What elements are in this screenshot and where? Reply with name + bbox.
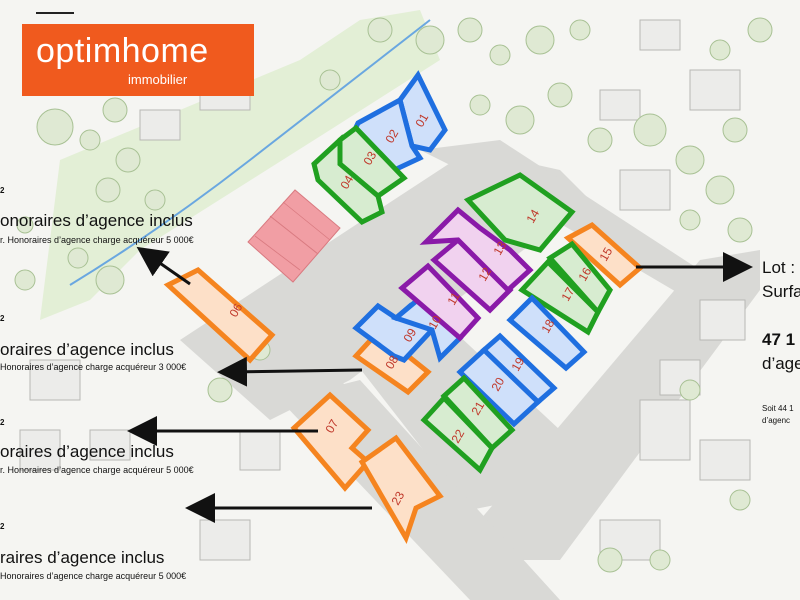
stream	[69, 19, 431, 286]
price: 47 1	[762, 330, 796, 349]
pointer-arrows	[127, 246, 753, 523]
entry-unit: 2	[0, 314, 5, 323]
lot-label: 13	[490, 239, 509, 258]
entry-detail: Honoraires d’agence charge acquéreur 3 0…	[0, 362, 187, 372]
soit-text: Soit 44 1	[762, 404, 794, 413]
lot-07[interactable]	[290, 391, 372, 492]
lot-label: 14	[523, 207, 542, 226]
lot-11[interactable]	[398, 262, 482, 342]
lot-label: 03	[360, 149, 379, 168]
lot-label: 01	[412, 111, 431, 130]
lot-label: 08	[382, 353, 401, 372]
lot-numbers: 01 02 03 04 06 07 08 09 10 11 12 13 14 1…	[226, 111, 615, 508]
lot-13[interactable]	[419, 206, 534, 294]
existing-building	[247, 189, 341, 283]
lot-label: 10	[425, 313, 444, 332]
arrow-lot-08	[217, 356, 363, 387]
lot-18[interactable]	[506, 294, 588, 372]
lot-label: 16	[575, 265, 594, 284]
entry-title: oraires d’agence inclus	[0, 442, 174, 461]
lot-20[interactable]	[456, 346, 542, 428]
entry-detail: Honoraires d’agence charge acquéreur 5 0…	[0, 571, 187, 581]
lot-label: 12	[475, 265, 494, 284]
surface-label: Surfa	[762, 282, 800, 301]
lot-label: 07	[322, 417, 341, 436]
lot-label: 21	[468, 399, 487, 418]
lots	[163, 70, 644, 545]
entry-title: raires d’agence inclus	[0, 548, 165, 567]
lot-label: 19	[508, 355, 527, 374]
entry-unit: 2	[0, 522, 5, 531]
top-divider	[36, 12, 74, 14]
agency-label: d’age	[762, 354, 800, 373]
lot-04[interactable]	[311, 134, 385, 226]
entry-detail: r. Honoraires d’agence charge acquéreur …	[0, 235, 194, 245]
agency-small: d’agenc	[762, 416, 791, 425]
lot-label: 18	[538, 317, 557, 336]
entry-title: oraires d’agence inclus	[0, 340, 174, 359]
lot-label: 23	[388, 489, 407, 508]
lot-heading: Lot :	[762, 258, 796, 277]
entry-title: onoraires d’agence inclus	[0, 211, 193, 230]
arrow-lot-06	[136, 246, 191, 286]
lot-06[interactable]	[163, 267, 276, 364]
lot-17[interactable]	[518, 258, 602, 336]
optimhome-logo: optimhome immobilier	[22, 24, 254, 96]
logo-subtitle: immobilier	[128, 72, 188, 87]
lot-label: 20	[488, 375, 507, 394]
lot-label: 17	[558, 285, 577, 304]
park-area	[40, 10, 440, 320]
lot-22[interactable]	[420, 394, 496, 474]
entry-unit: 2	[0, 418, 5, 427]
lot-label: 06	[226, 301, 245, 320]
lot-label: 02	[382, 127, 401, 146]
lot-14[interactable]	[463, 172, 576, 253]
lot-label: 22	[448, 427, 467, 446]
entry-unit: 2	[0, 186, 5, 195]
lot-label: 04	[337, 173, 356, 192]
lot-23[interactable]	[358, 434, 444, 545]
logo-name: optimhome	[36, 32, 209, 70]
buildings	[19, 19, 751, 561]
lot-label: 09	[400, 326, 419, 345]
trees	[14, 17, 773, 573]
entry-detail: r. Honoraires d’agence charge acquéreur …	[0, 465, 194, 475]
lot-label: 15	[596, 245, 615, 264]
